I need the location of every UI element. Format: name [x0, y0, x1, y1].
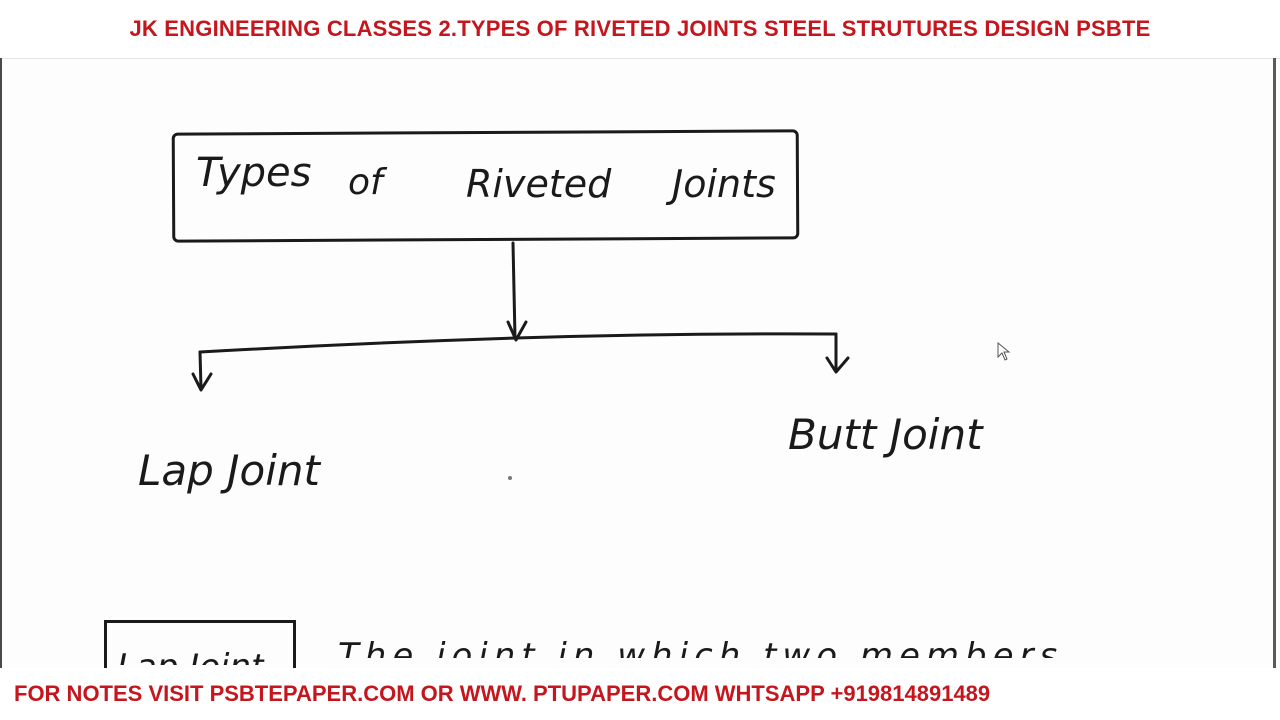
notebook-page — [0, 58, 1280, 669]
notes-partial-line: The joint in which two members — [338, 636, 1064, 676]
root-word-joints: Joints — [672, 162, 776, 206]
root-word-types: Types — [196, 150, 312, 196]
root-word-of: of — [348, 162, 383, 203]
top-banner: JK ENGINEERING CLASSES 2.TYPES OF RIVETE… — [0, 0, 1280, 58]
bottom-banner-text: FOR NOTES VISIT PSBTEPAPER.COM OR WWW. P… — [14, 681, 991, 706]
root-word-riveted: Riveted — [466, 162, 612, 206]
child-butt-joint-label: Butt Joint — [788, 410, 983, 459]
notes-heading-text: Lap Joint — [117, 647, 265, 687]
bottom-banner: FOR NOTES VISIT PSBTEPAPER.COM OR WWW. P… — [0, 668, 1280, 720]
page-edge-right — [1273, 58, 1276, 668]
page-edge-left — [0, 58, 2, 668]
top-banner-text: JK ENGINEERING CLASSES 2.TYPES OF RIVETE… — [129, 16, 1151, 41]
notes-heading-box: Lap Joint — [104, 620, 296, 680]
child-lap-joint-label: Lap Joint — [138, 446, 320, 495]
mouse-pointer-icon — [997, 342, 1011, 361]
